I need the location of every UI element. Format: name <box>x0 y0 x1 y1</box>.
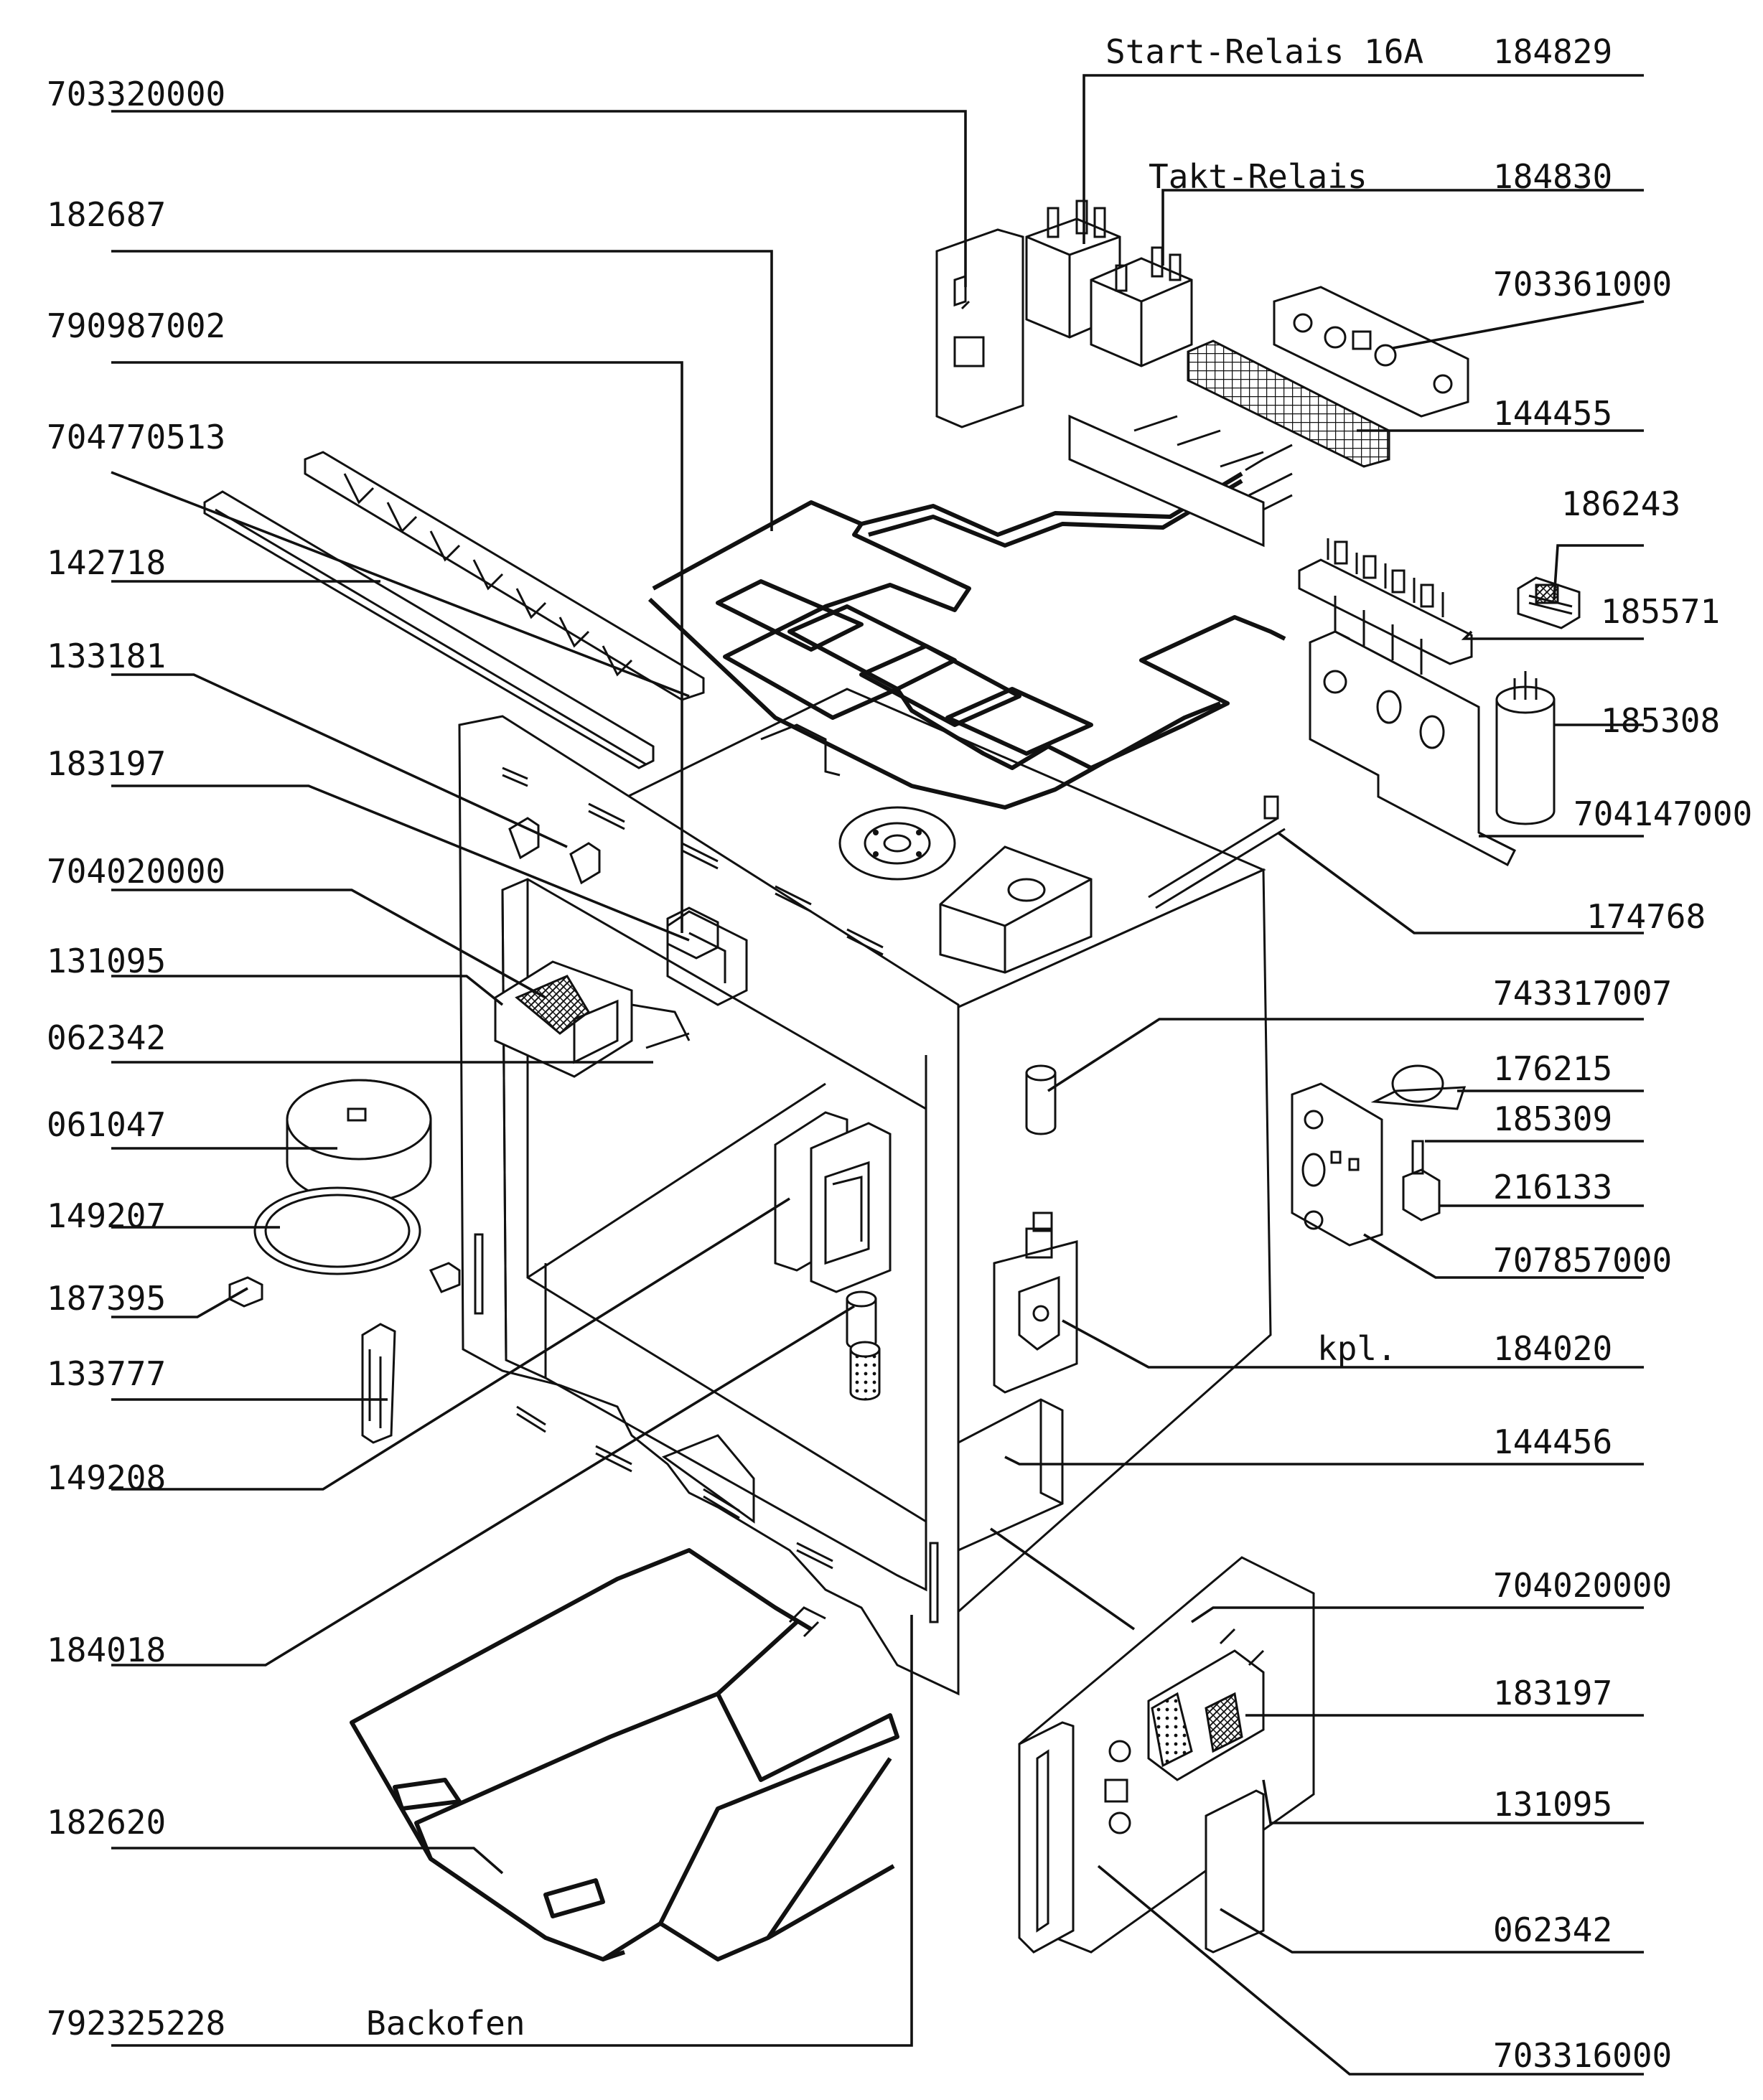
label-kpl: kpl. <box>1317 1329 1397 1368</box>
leader-lines <box>111 74 1645 2076</box>
fan-bowl <box>286 1079 432 1204</box>
clip-parts <box>508 817 748 1006</box>
label-185308: 185308 <box>1601 701 1720 740</box>
label-142718: 142718 <box>47 543 166 582</box>
sensor-133777 <box>361 1323 396 1444</box>
label-186243: 186243 <box>1561 484 1680 523</box>
label-144455: 144455 <box>1493 394 1612 433</box>
label-131095-left: 131095 <box>47 942 166 980</box>
label-704020000-right: 704020000 <box>1493 1566 1672 1605</box>
relay-bracket <box>935 228 1024 428</box>
label-743317007: 743317007 <box>1493 974 1672 1013</box>
label-703316000: 703316000 <box>1493 2036 1672 2075</box>
mesh-grid <box>1187 339 1390 468</box>
switch-216133 <box>1402 1140 1441 1222</box>
label-149207: 149207 <box>47 1196 166 1235</box>
label-187395: 187395 <box>47 1279 166 1318</box>
door-bracket <box>1018 1556 1315 1954</box>
label-062342-left: 062342 <box>47 1018 166 1057</box>
capacitor <box>1495 671 1556 825</box>
lamp-184018 <box>846 1290 881 1401</box>
label-061047: 061047 <box>47 1105 166 1144</box>
clip-187395 <box>228 1262 461 1308</box>
lamp-assembly <box>993 1211 1078 1394</box>
label-184830: 184830 <box>1493 157 1612 196</box>
thermostat-176215 <box>1370 1064 1467 1110</box>
label-133777: 133777 <box>47 1354 166 1393</box>
fan-ring <box>253 1186 421 1275</box>
label-144456: 144456 <box>1493 1422 1612 1461</box>
label-704147000: 704147000 <box>1573 794 1752 833</box>
label-792325228: 792325228 <box>47 2004 225 2043</box>
bottom-heating-element <box>350 1548 899 1961</box>
label-182620: 182620 <box>47 1803 166 1842</box>
part-labels: 703320000 182687 790987002 704770513 142… <box>47 32 1752 2075</box>
label-185309: 185309 <box>1493 1100 1612 1138</box>
label-184018: 184018 <box>47 1631 166 1669</box>
label-704020000-left: 704020000 <box>47 852 225 891</box>
label-703320000: 703320000 <box>47 75 225 113</box>
label-176215: 176215 <box>1493 1049 1612 1088</box>
timer-relay <box>1090 246 1193 367</box>
bracket-707857000 <box>1291 1082 1383 1247</box>
label-184020: 184020 <box>1493 1329 1612 1368</box>
label-182687: 182687 <box>47 195 166 234</box>
label-133181: 133181 <box>47 637 166 675</box>
label-backofen: Backofen <box>366 2004 525 2043</box>
switch-186243 <box>1517 576 1581 629</box>
label-start-relais: Start-Relais 16A <box>1105 32 1423 71</box>
label-062342-right: 062342 <box>1493 1911 1612 1949</box>
oven-cabinet <box>458 688 1286 1696</box>
label-704770513: 704770513 <box>47 418 225 456</box>
panel-149208 <box>774 1111 892 1293</box>
label-takt-relais: Takt-Relais <box>1149 157 1367 196</box>
label-183197-left: 183197 <box>47 744 166 783</box>
grill-heating-element <box>647 414 1293 810</box>
contact-plate <box>1273 286 1469 418</box>
label-183197-right: 183197 <box>1493 1674 1612 1712</box>
label-703361000: 703361000 <box>1493 265 1672 304</box>
rail-704770513 <box>304 451 705 701</box>
label-131095-right: 131095 <box>1493 1785 1612 1824</box>
label-185571: 185571 <box>1601 592 1720 631</box>
rod-142718 <box>203 490 655 769</box>
label-184829: 184829 <box>1493 32 1612 71</box>
pipe-part <box>1025 1064 1057 1135</box>
mounting-plate <box>1309 630 1517 867</box>
bracket-790987002 <box>666 906 719 960</box>
label-174768: 174768 <box>1586 897 1706 936</box>
label-707857000: 707857000 <box>1493 1241 1672 1280</box>
label-790987002: 790987002 <box>47 306 225 345</box>
label-216133: 216133 <box>1493 1168 1612 1206</box>
label-149208: 149208 <box>47 1458 166 1497</box>
